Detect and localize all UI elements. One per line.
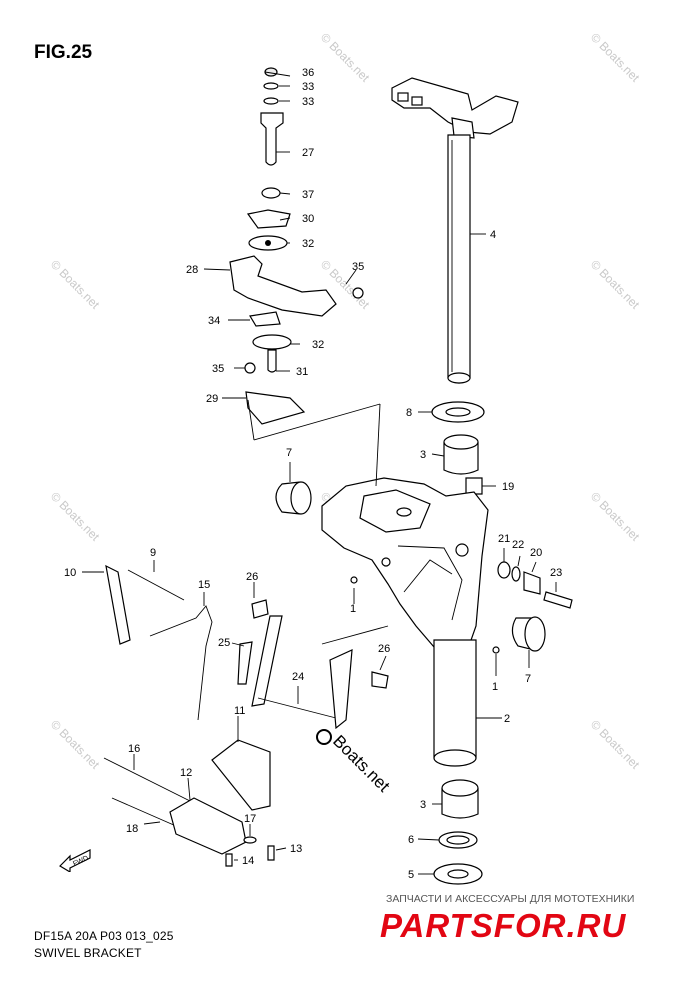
callout-31: 31 <box>296 366 308 378</box>
watermark: © Boats.net <box>48 257 103 312</box>
watermark: © Boats.net <box>588 30 643 85</box>
fwd-label: FWD <box>72 855 89 868</box>
callout-6: 6 <box>408 834 414 846</box>
part-lower-stack <box>433 779 483 885</box>
drawing-code: DF15A 20A P03 013_025 <box>34 929 174 943</box>
part-right-column-upper <box>431 401 485 495</box>
callout-16: 16 <box>128 743 140 755</box>
callout-32: 32 <box>302 238 314 250</box>
shop-tagline: ЗАПЧАСТИ И АКСЕССУАРЫ ДЛЯ МОТОТЕХНИКИ <box>386 893 635 905</box>
callout-1: 1 <box>492 681 498 693</box>
callout-15: 15 <box>198 579 210 591</box>
part-tilt-lever <box>103 564 389 867</box>
callout-18: 18 <box>126 823 138 835</box>
watermark: © Boats.net <box>48 717 103 772</box>
copyright-circle-icon <box>316 729 332 745</box>
watermark: © Boats.net <box>588 257 643 312</box>
callout-3: 3 <box>420 449 426 461</box>
callout-27: 27 <box>302 147 314 159</box>
callout-37: 37 <box>302 189 314 201</box>
callout-7: 7 <box>525 673 531 685</box>
callout-26: 26 <box>246 571 258 583</box>
fwd-arrow-icon: FWD <box>58 846 94 877</box>
part-steering-bracket <box>391 77 519 384</box>
part-upper-stack <box>229 67 364 425</box>
part-swivel-bracket <box>321 477 489 767</box>
callout-2: 2 <box>504 713 510 725</box>
callout-4: 4 <box>490 229 496 241</box>
drawing-name: SWIVEL BRACKET <box>34 946 142 960</box>
callout-36: 36 <box>302 67 314 79</box>
callout-17: 17 <box>244 813 256 825</box>
callout-9: 9 <box>150 547 156 559</box>
callout-30: 30 <box>302 213 314 225</box>
callout-14: 14 <box>242 855 254 867</box>
callout-34: 34 <box>208 315 220 327</box>
callout-32: 32 <box>312 339 324 351</box>
part-bushings <box>275 481 546 652</box>
callout-21: 21 <box>498 533 510 545</box>
figure-title: FIG.25 <box>34 42 93 63</box>
callout-29: 29 <box>206 393 218 405</box>
shop-logo[interactable]: PARTSFOR.RU <box>380 907 627 944</box>
callout-19: 19 <box>502 481 514 493</box>
center-watermark: Boats.net <box>329 731 393 795</box>
callout-33: 33 <box>302 96 314 108</box>
callout-13: 13 <box>290 843 302 855</box>
callout-10: 10 <box>64 567 76 579</box>
callout-35: 35 <box>212 363 224 375</box>
callout-23: 23 <box>550 567 562 579</box>
callout-1: 1 <box>350 603 356 615</box>
callout-25: 25 <box>218 637 230 649</box>
callout-28: 28 <box>186 264 198 276</box>
callout-22: 22 <box>512 539 524 551</box>
leader-lines <box>82 71 557 875</box>
callout-12: 12 <box>180 767 192 779</box>
callout-11: 11 <box>234 705 245 717</box>
callout-33: 33 <box>302 81 314 93</box>
callout-35: 35 <box>352 261 364 273</box>
callout-5: 5 <box>408 869 414 881</box>
callout-20: 20 <box>530 547 542 559</box>
callout-labels: 36 33 33 27 37 30 32 28 35 34 32 35 31 2… <box>64 67 562 881</box>
watermark: © Boats.net <box>318 30 373 85</box>
callout-7: 7 <box>286 447 292 459</box>
callout-24: 24 <box>292 671 304 683</box>
callout-26: 26 <box>378 643 390 655</box>
watermark: © Boats.net <box>588 717 643 772</box>
callout-8: 8 <box>406 407 412 419</box>
watermark: © Boats.net <box>588 489 643 544</box>
callout-3: 3 <box>420 799 426 811</box>
watermark: © Boats.net <box>48 489 103 544</box>
